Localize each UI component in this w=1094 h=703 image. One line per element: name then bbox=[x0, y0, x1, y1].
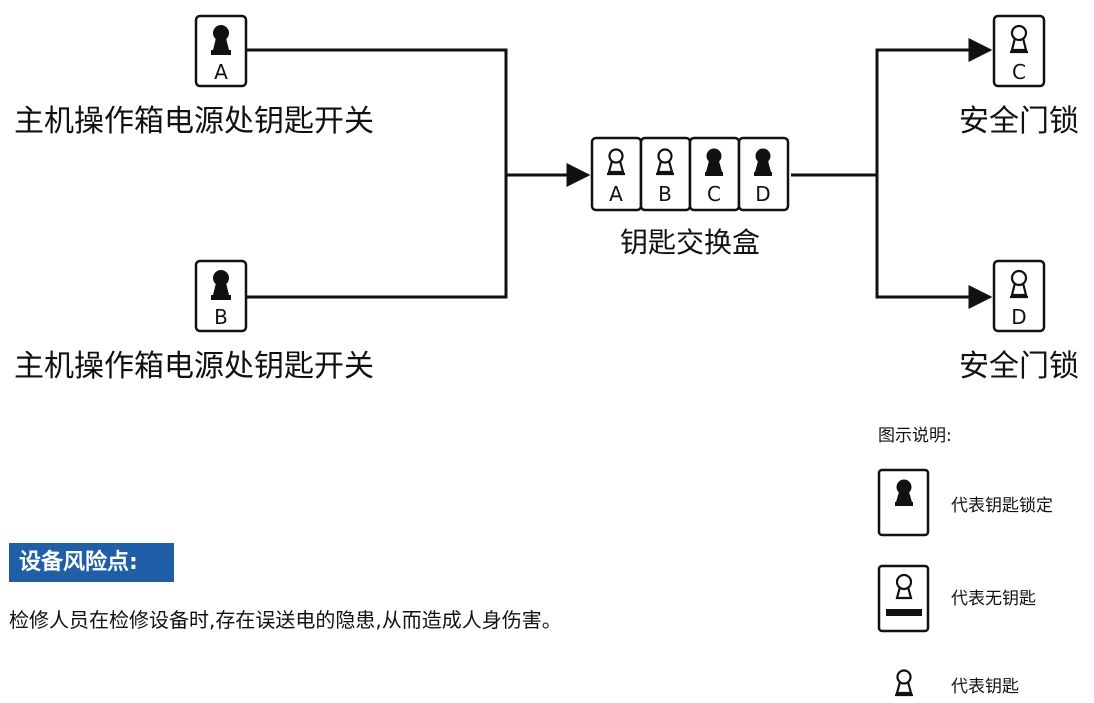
lock-d-label: 安全门锁 bbox=[959, 349, 1079, 384]
legend-nokey-text: 代表无钥匙 bbox=[951, 589, 1036, 609]
connection-lines bbox=[246, 38, 993, 309]
lock-c-label: 安全门锁 bbox=[959, 104, 1079, 139]
line-switch-a bbox=[246, 48, 508, 175]
locked-key-icon bbox=[895, 479, 913, 506]
lock-d: D bbox=[992, 259, 1046, 333]
exchange-box-label: 钥匙交换盒 bbox=[620, 226, 760, 259]
lock-d-letter: D bbox=[1011, 305, 1026, 329]
switch-a: A bbox=[194, 14, 248, 88]
lock-c-letter: C bbox=[1012, 60, 1026, 84]
line-to-lock-c bbox=[875, 38, 993, 175]
switch-a-letter: A bbox=[214, 60, 228, 84]
risk-badge: 设备风险点: bbox=[9, 543, 174, 582]
locked-key-icon bbox=[754, 148, 772, 176]
slot-a-letter: A bbox=[609, 182, 623, 206]
lock-c: C bbox=[992, 14, 1046, 88]
slot-c-letter: C bbox=[707, 182, 721, 206]
key-icon bbox=[1010, 24, 1028, 54]
key-icon bbox=[1010, 269, 1028, 299]
line-switch-b bbox=[246, 175, 508, 299]
legend-locked-text: 代表钥匙锁定 bbox=[951, 496, 1053, 516]
legend-title: 图示说明: bbox=[878, 426, 952, 446]
legend: 图示说明: 代表钥匙锁定 代表无钥匙 代表钥匙 bbox=[877, 426, 1053, 697]
slot-d-letter: D bbox=[755, 182, 770, 206]
locked-key-icon bbox=[211, 25, 231, 55]
slot-b-letter: B bbox=[658, 182, 672, 206]
legend-key-text: 代表钥匙 bbox=[951, 677, 1019, 697]
switch-b: B bbox=[194, 259, 248, 333]
exchange-box: A B C D bbox=[590, 136, 790, 212]
locked-key-icon bbox=[705, 148, 723, 176]
line-to-lock-d bbox=[875, 175, 993, 309]
locked-key-icon bbox=[211, 270, 231, 300]
key-icon bbox=[656, 148, 674, 176]
switch-b-letter: B bbox=[214, 305, 228, 329]
key-icon bbox=[607, 148, 625, 176]
no-key-icon bbox=[886, 573, 922, 616]
risk-text: 检修人员在检修设备时,存在误送电的隐患,从而造成人身伤害。 bbox=[9, 608, 562, 632]
key-icon bbox=[895, 669, 913, 697]
switch-b-label: 主机操作箱电源处钥匙开关 bbox=[14, 349, 374, 384]
switch-a-label: 主机操作箱电源处钥匙开关 bbox=[14, 104, 374, 139]
